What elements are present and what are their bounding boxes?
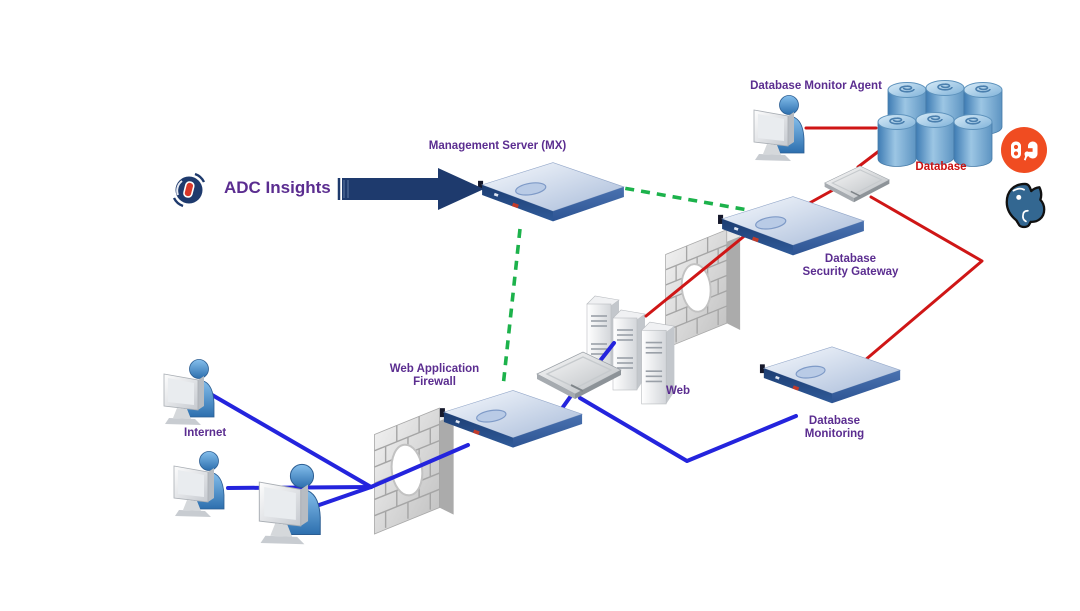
adc-insights-icon (168, 169, 210, 211)
database-cylinder-icon (876, 112, 918, 168)
label-web: Web (665, 385, 691, 397)
database-cylinder-icon (952, 112, 994, 168)
adc-insights-label: ADC Insights (224, 178, 331, 197)
database-monitor-agent-icon (748, 92, 812, 164)
wire-mx-gateway (577, 178, 749, 212)
label-database-security-gateway: Database Security Gateway (778, 253, 923, 279)
internet-user-icon (252, 460, 330, 548)
wire-switchdb-database (856, 149, 881, 169)
label-line: Web Application (389, 363, 480, 375)
label-line: Firewall (413, 376, 456, 388)
wire-switch-dbmonitoring (578, 396, 798, 463)
postgresql-logo (1001, 181, 1049, 231)
label-internet: Internet (184, 427, 227, 439)
wire-firewall-waf (369, 443, 470, 489)
label-database: Database (915, 161, 967, 173)
database-monitoring-icon (758, 344, 906, 410)
label-management-server: Management Server (MX) (428, 140, 567, 152)
flow-arrow-icon (337, 168, 484, 210)
switch-icon-web (531, 348, 627, 400)
label-line: Security Gateway (802, 266, 899, 278)
wire-user1-firewall (205, 390, 373, 489)
internet-user-icon (158, 356, 222, 428)
label-database-monitor-agent: Database Monitor Agent (750, 80, 882, 92)
edb-logo (1000, 126, 1048, 174)
wire-mx-waf (501, 228, 522, 388)
database-cylinder-icon (914, 110, 956, 166)
label-line: Monitoring (804, 428, 865, 440)
wire-web-gateway (644, 227, 755, 318)
label-database-monitoring: Database Monitoring (772, 415, 897, 441)
label-line: Database (808, 415, 861, 427)
label-web-application-firewall: Web Application Firewall (372, 363, 497, 389)
management-server-icon (476, 160, 630, 228)
wire-switchdb-dbmonitoring (862, 195, 984, 363)
label-line: Database (824, 253, 877, 265)
internet-user-icon (168, 448, 232, 520)
